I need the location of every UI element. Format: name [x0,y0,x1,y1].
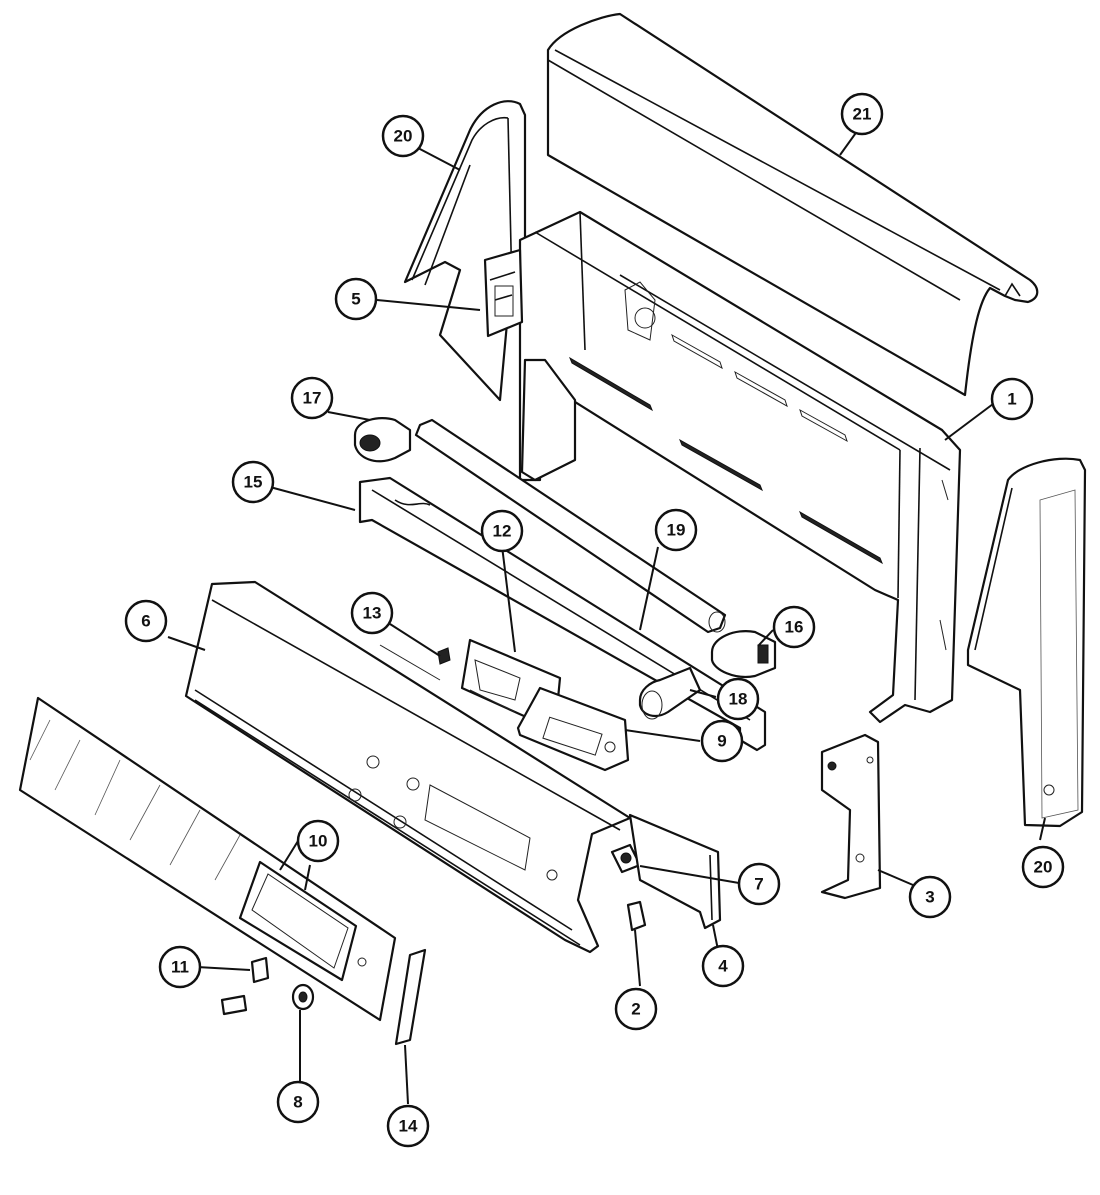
callout-label: 7 [754,875,763,894]
callout-16: 16 [772,605,816,649]
part-fluorescent-tube [414,418,727,634]
callout-12: 12 [480,509,524,553]
callout-label: 21 [853,105,872,124]
part-clip [437,647,451,665]
callout-label: 13 [363,604,382,623]
callout-7: 7 [737,862,781,906]
callout-1: 1 [990,377,1034,421]
part-knob-small [220,956,270,1016]
part-bracket-small [626,900,647,932]
callout-20-right: 20 [1021,845,1065,889]
callout-label: 16 [785,618,804,637]
part-left-end-cap [403,100,527,402]
part-hinge-bracket [820,733,882,900]
callout-5: 5 [334,277,378,321]
callout-18: 18 [716,677,760,721]
callout-label: 20 [1034,858,1053,877]
part-backguard-frame [518,210,962,724]
callout-15: 15 [231,460,275,504]
callout-label: 1 [1007,390,1016,409]
part-right-end-cap [966,457,1087,828]
callout-9: 9 [700,719,744,763]
part-control-panel [184,580,632,954]
callout-3: 3 [908,875,952,919]
part-relay [483,248,524,338]
callout-label: 15 [244,473,263,492]
callout-4: 4 [701,944,745,988]
callout-label: 9 [717,732,726,751]
callout-label: 6 [141,612,150,631]
callout-20-left: 20 [381,114,425,158]
callout-label: 14 [399,1117,418,1136]
callout-label: 17 [303,389,322,408]
callout-label: 3 [925,888,934,907]
callout-label: 8 [293,1093,302,1112]
callout-label: 12 [493,522,512,541]
part-top-trim [546,12,1039,397]
part-lamp-socket-left [353,417,412,463]
callout-label: 10 [309,832,328,851]
part-trim-strip [394,948,427,1046]
callout-label: 19 [667,521,686,540]
callout-label: 5 [351,290,360,309]
callout-label: 4 [718,957,728,976]
callout-8: 8 [276,1080,320,1124]
callout-label: 2 [631,1000,640,1019]
leader-lines [167,115,1046,1105]
callout-11: 11 [158,945,202,989]
callout-label: 11 [171,958,189,977]
callout-21: 21 [840,92,884,136]
callout-6: 6 [124,599,168,643]
part-clock-timer [516,686,630,772]
callout-14: 14 [386,1104,430,1148]
callout-13: 13 [350,591,394,635]
callout-10: 10 [296,819,340,863]
callout-2: 2 [614,987,658,1031]
callout-label: 20 [394,127,413,146]
part-switch [610,843,642,874]
callout-19: 19 [654,508,698,552]
callout-17: 17 [290,376,334,420]
part-front-glass-panel [18,696,397,1022]
part-ballast [638,666,702,720]
part-knob [291,983,315,1011]
callout-label: 18 [729,690,748,709]
part-lamp-socket-right [710,630,777,678]
